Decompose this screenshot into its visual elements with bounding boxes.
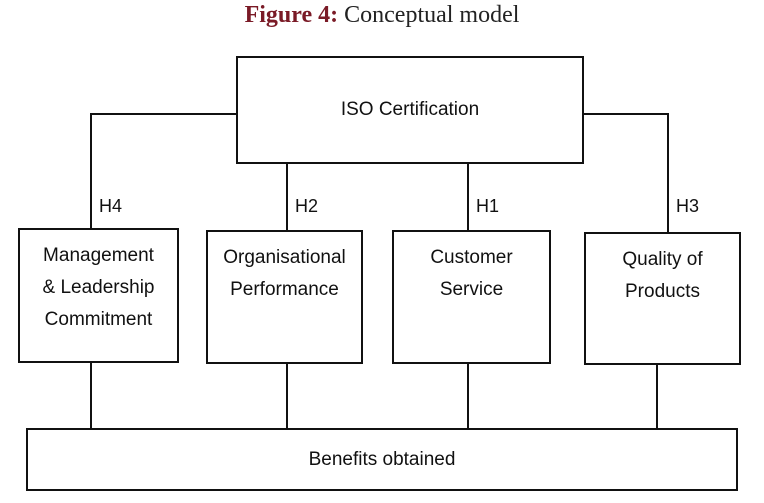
figure-title: Figure 4: Conceptual model [0,2,764,29]
node-label: ISO Certification [340,99,480,120]
node-label: Quality of Products [622,249,703,302]
benefits-obtained-node: Benefits obtained [26,428,738,491]
node-label: Customer Service [430,247,513,300]
organisational-performance-node: Organisational Performance [206,230,363,364]
node-label: Organisational Performance [223,247,346,300]
connector-h4 [90,113,237,229]
customer-service-node: Customer Service [392,230,551,364]
quality-of-products-node: Quality of Products [584,232,741,365]
management-leadership-node: Management & Leadership Commitment [18,228,179,363]
connector-h3 [583,113,669,233]
hypothesis-h4: H4 [99,196,123,216]
hypothesis-h1: H1 [476,196,500,216]
figure-number: Figure 4: [244,2,339,28]
node-label: Management & Leadership Commitment [42,245,155,330]
node-label: Benefits obtained [308,448,456,470]
hypothesis-h3: H3 [676,196,700,216]
hypothesis-h2: H2 [295,196,319,216]
figure-caption: Conceptual model [338,2,520,28]
iso-certification-node: ISO Certification [236,56,584,164]
